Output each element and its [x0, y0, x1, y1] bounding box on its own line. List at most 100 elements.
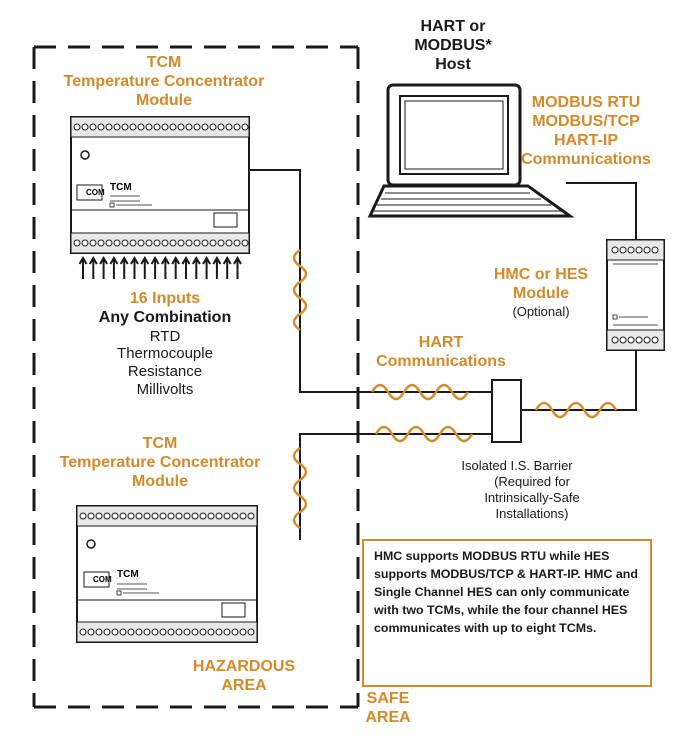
- terminal-screw: [635, 246, 643, 254]
- comms-line3: HART-IP: [554, 131, 618, 149]
- comms-line1: MODBUS RTU: [531, 94, 641, 111]
- terminal-screw: [207, 628, 215, 636]
- tcm-bottom-line3: Module: [132, 472, 188, 490]
- terminal-screw: [191, 512, 199, 520]
- terminal-screw: [119, 512, 127, 520]
- terminal-screw: [627, 246, 635, 254]
- terminal-screw: [159, 512, 167, 520]
- terminal-screw: [619, 336, 627, 344]
- hmc-line3: (Optional): [512, 303, 570, 319]
- terminal-screw: [97, 239, 105, 247]
- input-arrow: [222, 256, 232, 279]
- host-line2: MODBUS*: [414, 36, 492, 54]
- tcm-top-label: TCM Temperature Concentrator Module: [44, 54, 284, 111]
- input-arrow: [109, 256, 119, 279]
- input-arrow: [171, 256, 181, 279]
- inputs-label: 16 Inputs Any Combination RTD Thermocoup…: [80, 290, 250, 399]
- terminal-screw: [129, 239, 137, 247]
- terminal-screw: [635, 336, 643, 344]
- terminal-screw: [87, 512, 95, 520]
- terminal-screw: [225, 239, 233, 247]
- inputs-line2: Any Combination: [98, 308, 232, 326]
- com-port-bottom: [83, 571, 110, 588]
- terminal-screw: [225, 123, 233, 131]
- terminal-screw: [81, 239, 89, 247]
- comms-label: MODBUS RTU MODBUS/TCP HART-IP Communicat…: [506, 94, 666, 170]
- terminal-screw: [153, 123, 161, 131]
- host-line1: HART or: [420, 18, 486, 35]
- terminal-screw: [185, 123, 193, 131]
- terminal-screw: [143, 512, 151, 520]
- input-arrow: [212, 256, 222, 279]
- barrier-label: Isolated I.S. Barrier (Required for Intr…: [432, 458, 602, 521]
- hazardous-line1: HAZARDOUS: [192, 658, 296, 675]
- wire-barrier-to-hmc: [521, 350, 637, 411]
- input-arrow: [119, 256, 129, 279]
- inputs-line6: Millivolts: [136, 380, 194, 398]
- safe-line2: AREA: [365, 708, 411, 726]
- terminal-screw: [239, 512, 247, 520]
- inputs-line3: RTD: [149, 327, 181, 345]
- terminal-screw: [199, 512, 207, 520]
- host-computer-icon: [367, 83, 575, 218]
- input-arrow: [140, 256, 150, 279]
- terminal-screw: [183, 628, 191, 636]
- com-port-top: [76, 184, 103, 201]
- comms-line4: Communications: [521, 150, 651, 168]
- tcm-bottom-label: TCM Temperature Concentrator Module: [40, 435, 280, 492]
- terminal-screw: [169, 239, 177, 247]
- terminal-screw: [87, 628, 95, 636]
- terminal-screw: [89, 123, 97, 131]
- terminal-screw: [103, 512, 111, 520]
- terminal-screw: [643, 246, 651, 254]
- terminal-screw: [127, 512, 135, 520]
- terminal-screw: [193, 239, 201, 247]
- hart-label: HART Communications: [366, 334, 516, 372]
- terminal-screw: [169, 123, 177, 131]
- terminal-screw: [241, 123, 249, 131]
- terminal-screw: [113, 239, 121, 247]
- terminal-screw: [611, 246, 619, 254]
- terminal-screw: [145, 239, 153, 247]
- input-arrow: [161, 256, 170, 279]
- terminal-screw: [215, 512, 223, 520]
- input-arrow: [202, 256, 211, 279]
- terminal-screw: [233, 123, 241, 131]
- terminal-screw: [137, 239, 145, 247]
- terminal-screw: [233, 239, 241, 247]
- terminal-screw: [651, 336, 659, 344]
- tcm-module-bottom: [76, 505, 258, 643]
- terminal-screw: [619, 246, 627, 254]
- coil-hart-lower: [374, 425, 474, 443]
- terminal-screw: [79, 512, 87, 520]
- terminal-screw: [97, 123, 105, 131]
- terminal-screw: [217, 239, 225, 247]
- terminal-screw: [215, 628, 223, 636]
- terminal-screw: [217, 123, 225, 131]
- terminal-screw: [175, 512, 183, 520]
- tcm-top-line2: Temperature Concentrator: [63, 72, 265, 90]
- terminal-screw: [627, 336, 635, 344]
- terminal-screw: [73, 123, 81, 131]
- host-line3: Host: [435, 55, 471, 73]
- terminal-screw: [185, 239, 193, 247]
- coil-bottom-vertical: [292, 446, 308, 530]
- hmc-label: HMC or HES Module (Optional): [476, 266, 606, 319]
- terminal-screw: [201, 123, 209, 131]
- terminal-screw: [231, 628, 239, 636]
- terminal-screw: [89, 239, 97, 247]
- terminal-screw: [209, 239, 217, 247]
- isolated-barrier-box: [491, 379, 522, 443]
- terminal-screw: [193, 123, 201, 131]
- safe-line1: SAFE: [366, 690, 410, 707]
- barrier-line4: Installations): [495, 505, 569, 521]
- terminal-screw: [81, 123, 89, 131]
- terminal-screw: [223, 628, 231, 636]
- input-arrow: [99, 256, 108, 279]
- terminal-screw: [209, 123, 217, 131]
- terminal-screw: [137, 123, 145, 131]
- terminal-screw: [207, 512, 215, 520]
- model-label-bottom: TCM: [117, 569, 139, 580]
- input-arrow: [181, 256, 191, 279]
